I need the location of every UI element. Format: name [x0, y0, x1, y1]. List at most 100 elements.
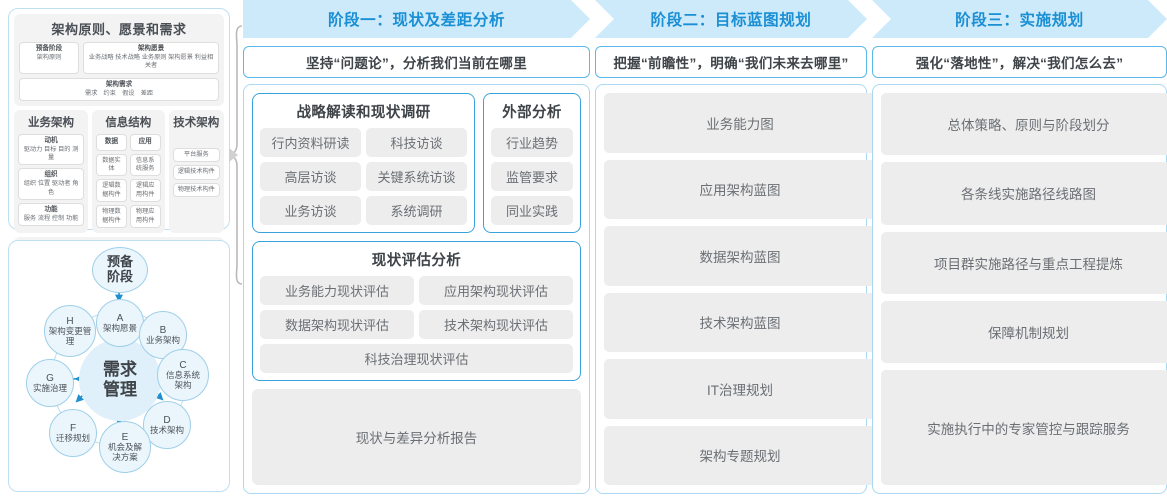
node-name: 机会及解决方案 [107, 442, 142, 462]
chip-peer-practice[interactable]: 同业实践 [491, 196, 573, 225]
node-letter: H [66, 315, 74, 327]
chip-row: 行内资料研读 科技访谈 [260, 128, 467, 157]
framework-cell-data-entity: 数据实体 [96, 153, 127, 177]
phase-body-3: 总体策略、原则与阶段划分 各条线实施路径线路图 项目群实施路径与重点工程提炼 保… [872, 84, 1167, 494]
cell-heading: 组织 [44, 171, 58, 179]
chip-architecture-topic-planning[interactable]: 架构专题规划 [604, 425, 876, 485]
framework-cell-is-service: 信息系统服务 [129, 153, 161, 177]
adm-node-c[interactable]: C 信息系统架构 [157, 349, 209, 401]
phase-header-1[interactable]: 阶段一：现状及差距分析 [243, 0, 590, 38]
phase-header-3[interactable]: 阶段三：实施规划 [872, 0, 1167, 38]
node-label-line1: 需求 [103, 359, 137, 379]
subcolumn-heading: 应用 [129, 133, 161, 151]
card-strategy-research: 战略解读和现状调研 行内资料研读 科技访谈 高层访谈 关键系统访谈 [252, 93, 475, 233]
chip-it-governance-assessment[interactable]: 科技治理现状评估 [260, 344, 573, 373]
card-current-state-assessment: 现状评估分析 业务能力现状评估 应用架构现状评估 数据架构现状评估 技术架构现状… [252, 241, 581, 381]
subcolumn-heading: 数据 [96, 133, 127, 151]
adm-node-g[interactable]: G 实施治理 [26, 359, 74, 407]
chip-technology-arch-blueprint[interactable]: 技术架构蓝图 [604, 292, 876, 352]
phase-body-1: 战略解读和现状调研 行内资料研读 科技访谈 高层访谈 关键系统访谈 [243, 84, 590, 494]
chip-technology-arch-assessment[interactable]: 技术架构现状评估 [419, 310, 573, 339]
chip-row: 业务访谈 系统调研 [260, 196, 467, 225]
cell-heading: 架构需求 [105, 80, 133, 88]
chip-regulatory-requirement[interactable]: 监管要求 [491, 162, 573, 191]
cell-items: 需求 约束 假设 差距 [84, 89, 154, 97]
phase-subtitle-3: 强化“落地性”，解决“我们怎么去” [872, 46, 1167, 78]
chip-assurance-mechanism[interactable]: 保障机制规划 [881, 300, 1167, 364]
chip-key-system-interview[interactable]: 关键系统访谈 [366, 162, 467, 191]
phase-header-2[interactable]: 阶段二：目标蓝图规划 [595, 0, 867, 38]
node-name: 信息系统架构 [165, 370, 200, 390]
framework-cell-organization: 组织 组织 位置 驱动者 角色 [18, 168, 85, 201]
chip-internal-docs[interactable]: 行内资料研读 [260, 128, 361, 157]
chip-business-capability-assessment[interactable]: 业务能力现状评估 [260, 276, 414, 305]
chip-it-governance-planning[interactable]: IT治理规划 [604, 359, 876, 419]
architecture-framework-panel: 架构原则、愿景和需求 预备阶段 架构原则 架构愿景 业务战略 技术战略 业务原则… [8, 8, 230, 278]
node-name: 业务架构 [145, 334, 180, 345]
node-label-line2: 阶段 [106, 269, 133, 284]
node-letter: C [179, 359, 187, 371]
node-letter: F [69, 422, 77, 434]
chip-application-arch-blueprint[interactable]: 应用架构蓝图 [604, 159, 876, 219]
phase-column-2: 阶段二：目标蓝图规划 把握“前瞻性”，明确“我们未来去哪里” 业务能力图 应用架… [595, 0, 876, 499]
framework-subcolumn-application: 应用 信息系统服务 逻辑应用构件 物理应用构件 [129, 133, 161, 228]
cell-items: 服务 流程 控制 功能 [23, 214, 79, 222]
chip-system-survey[interactable]: 系统调研 [366, 196, 467, 225]
cell-items: 驱动力 目标 目的 测量 [23, 145, 79, 162]
cell-items: 架构原则 [36, 53, 62, 61]
adm-node-e[interactable]: E 机会及解决方案 [99, 421, 151, 473]
phase1-top-row: 战略解读和现状调研 行内资料研读 科技访谈 高层访谈 关键系统访谈 [252, 93, 581, 233]
adm-node-d[interactable]: D 技术架构 [143, 401, 191, 449]
adm-node-a[interactable]: A 架构愿景 [96, 299, 144, 347]
phases-area: 阶段一：现状及差距分析 坚持“问题论”，分析我们当前在哪里 战略解读和现状调研 … [243, 0, 1167, 499]
card-gap-analysis-report[interactable]: 现状与差异分析报告 [252, 389, 581, 485]
chip-industry-trend[interactable]: 行业趋势 [491, 128, 573, 157]
adm-cycle-panel: 预备 阶段 需求 管理 A 架构愿景 B 业务架构 C 信息系统架构 [8, 240, 230, 492]
node-name: 架构变更管理 [48, 326, 92, 346]
phase-body-2: 业务能力图 应用架构蓝图 数据架构蓝图 技术架构蓝图 IT治理规划 架构专题规划 [595, 84, 876, 494]
chip-application-arch-assessment[interactable]: 应用架构现状评估 [419, 276, 573, 305]
chip-tech-interview[interactable]: 科技访谈 [366, 128, 467, 157]
chip-data-arch-assessment[interactable]: 数据架构现状评估 [260, 310, 414, 339]
framework-subcolumn-data: 数据 数据实体 逻辑数据构件 物理数据构件 [96, 133, 127, 228]
phase-subtitle-1: 坚持“问题论”，分析我们当前在哪里 [243, 46, 590, 78]
chip-data-arch-blueprint[interactable]: 数据架构蓝图 [604, 226, 876, 286]
framework-cell-logical-tech: 逻辑技术构件 [172, 165, 220, 180]
node-letter: A [116, 312, 124, 324]
chip-row: 高层访谈 关键系统访谈 [260, 162, 467, 191]
framework-column-technology: 技术架构 平台服务 逻辑技术构件 物理技术构件 [168, 109, 224, 233]
adm-node-f[interactable]: F 迁移规划 [49, 409, 97, 457]
chip-business-capability-map[interactable]: 业务能力图 [604, 93, 876, 153]
framework-principles-group: 架构原则、愿景和需求 预备阶段 架构原则 架构愿景 业务战略 技术战略 业务原则… [14, 14, 224, 106]
adm-node-preliminary[interactable]: 预备 阶段 [92, 247, 148, 293]
research-card-wrapper: 战略解读和现状调研 行内资料研读 科技访谈 高层访谈 关键系统访谈 [252, 93, 475, 233]
adm-node-h[interactable]: H 架构变更管理 [44, 305, 96, 357]
node-label-line2: 管理 [103, 380, 137, 399]
chip-line-roadmap[interactable]: 各条线实施路径线路图 [881, 162, 1167, 225]
chip-expert-control-service[interactable]: 实施执行中的专家管控与跟踪服务 [881, 370, 1167, 485]
chip-overall-strategy[interactable]: 总体策略、原则与阶段划分 [881, 93, 1167, 156]
framework-cell-prep: 预备阶段 架构原则 [19, 42, 79, 74]
chip-exec-interview[interactable]: 高层访谈 [260, 162, 361, 191]
cell-items: 组织 位置 驱动者 角色 [23, 180, 79, 196]
framework-cell-motivation: 动机 驱动力 目标 目的 测量 [18, 133, 85, 166]
card-title: 外部分析 [502, 105, 562, 121]
node-label-line1: 预备 [106, 254, 133, 270]
column-title: 业务架构 [28, 116, 75, 129]
framework-cell-logical-app: 逻辑应用构件 [129, 179, 161, 203]
node-letter: G [46, 372, 54, 384]
framework-cell-physical-tech: 物理技术构件 [172, 182, 220, 197]
chip-business-interview[interactable]: 业务访谈 [260, 196, 361, 225]
framework-cell-physical-app: 物理应用构件 [129, 205, 161, 228]
phase3-item-list: 总体策略、原则与阶段划分 各条线实施路径线路图 项目群实施路径与重点工程提炼 保… [881, 93, 1167, 485]
chip-program-roadmap[interactable]: 项目群实施路径与重点工程提炼 [881, 231, 1167, 294]
cell-heading: 预备阶段 [35, 45, 63, 52]
node-name: 架构愿景 [102, 322, 137, 333]
cell-items: 业务战略 技术战略 业务原则 架构愿景 利益相关者 [88, 53, 214, 70]
framework-domain-columns: 业务架构 动机 驱动力 目标 目的 测量 组织 组织 位置 驱动者 角色 功能 [14, 109, 224, 233]
card-external-analysis: 外部分析 行业趋势 监管要求 同业实践 [483, 93, 581, 233]
phase-column-1: 阶段一：现状及差距分析 坚持“问题论”，分析我们当前在哪里 战略解读和现状调研 … [243, 0, 590, 499]
card-title: 现状评估分析 [371, 253, 462, 269]
node-name: 技术架构 [149, 424, 184, 435]
column-title: 信息结构 [105, 116, 152, 129]
